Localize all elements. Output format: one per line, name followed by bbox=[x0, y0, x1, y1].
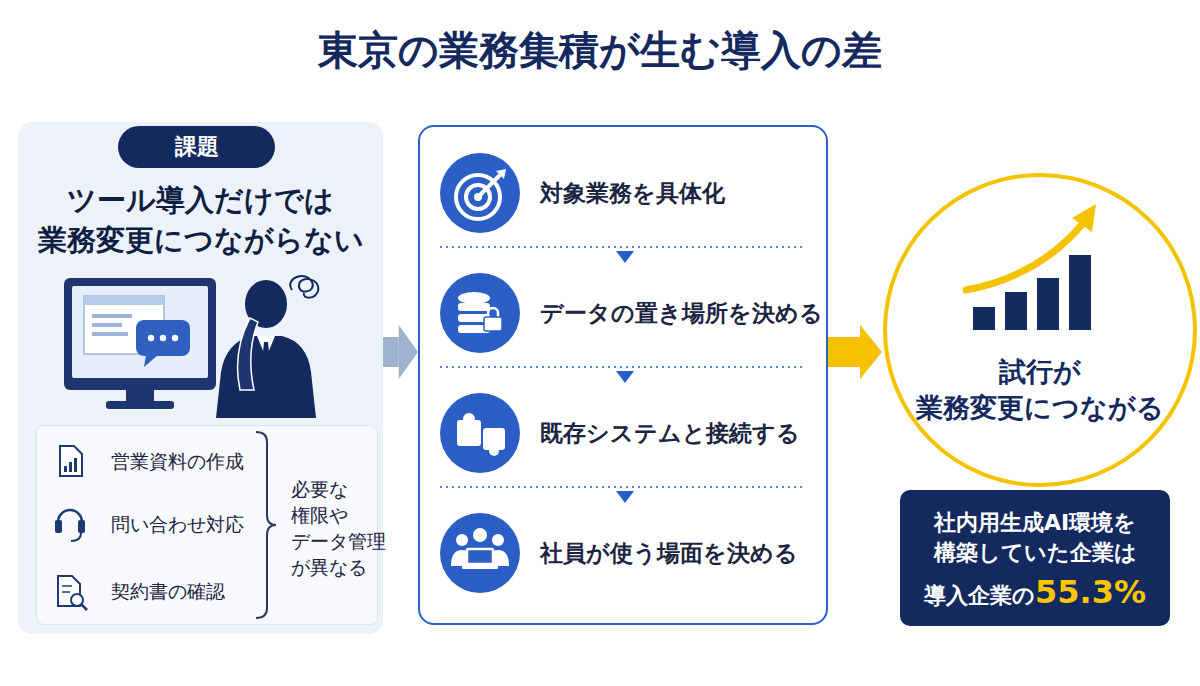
statistic-box: 導入企業の55.3%社内用生成AI環境を 構築していた企業は bbox=[900, 490, 1170, 626]
result-label: 試行が 業務変更につながる bbox=[902, 354, 1178, 426]
arrow-head bbox=[616, 251, 634, 263]
problem-panel: ツール導入だけでは 業務変更につながらない 課題営業資料の作成問い合わせ対応契約書… bbox=[18, 122, 383, 634]
arrow-head bbox=[616, 491, 634, 503]
task-list-box: 営業資料の作成問い合わせ対応契約書の確認必要な 権限や データ管理 が異なる bbox=[36, 425, 378, 625]
arrow-head bbox=[860, 325, 882, 379]
arrow-line bbox=[624, 363, 626, 383]
task-item: 問い合わせ対応 bbox=[111, 511, 281, 537]
problem-badge: 課題 bbox=[118, 126, 275, 168]
task-item: 営業資料の作成 bbox=[111, 448, 281, 474]
arrow-line bbox=[624, 243, 626, 263]
circle-outline bbox=[885, 175, 1195, 485]
step-arrow bbox=[616, 243, 634, 263]
statistic-label: 導入企業の bbox=[924, 583, 1035, 608]
arrow-shaft bbox=[828, 337, 860, 367]
block-arrow bbox=[828, 325, 882, 379]
block-arrow bbox=[383, 325, 418, 379]
arrow-shaft bbox=[383, 337, 399, 367]
step-label: 社員が使う場面を決める bbox=[540, 503, 810, 603]
diagram-title: 東京の業務集積が生む導入の差 bbox=[0, 22, 1200, 78]
arrow-head bbox=[399, 325, 418, 379]
step-label: 対象業務を具体化 bbox=[540, 143, 810, 243]
badge-label: 課題 bbox=[118, 126, 275, 168]
result-circle: 試行が 業務変更につながる bbox=[882, 172, 1198, 488]
arrow-line bbox=[624, 483, 626, 503]
circle-outline bbox=[882, 172, 1198, 488]
task-item: 契約書の確認 bbox=[111, 578, 281, 604]
step-arrow bbox=[616, 483, 634, 503]
step-label: データの置き場所を決める bbox=[540, 263, 810, 363]
arrow-head bbox=[616, 371, 634, 383]
text-row: 導入企業の55.3% bbox=[900, 570, 1170, 620]
step-arrow bbox=[616, 363, 634, 383]
step-label: 既存システムと接続する bbox=[540, 383, 810, 483]
problem-heading: ツール導入だけでは 業務変更につながらない bbox=[18, 180, 383, 260]
process-step: 社員が使う場面を決める bbox=[440, 503, 810, 603]
process-step: 既存システムと接続する bbox=[440, 383, 810, 483]
steps-box: 対象業務を具体化データの置き場所を決める既存システムと接続する社員が使う場面を決… bbox=[418, 125, 828, 625]
process-step: 対象業務を具体化 bbox=[440, 143, 810, 243]
statistic-value: 55.3% bbox=[1035, 573, 1146, 611]
process-step: データの置き場所を決める bbox=[440, 263, 810, 363]
bracket-note: 必要な 権限や データ管理 が異なる bbox=[291, 476, 391, 580]
statistic-label: 社内用生成AI環境を 構築していた企業は bbox=[910, 508, 1160, 568]
